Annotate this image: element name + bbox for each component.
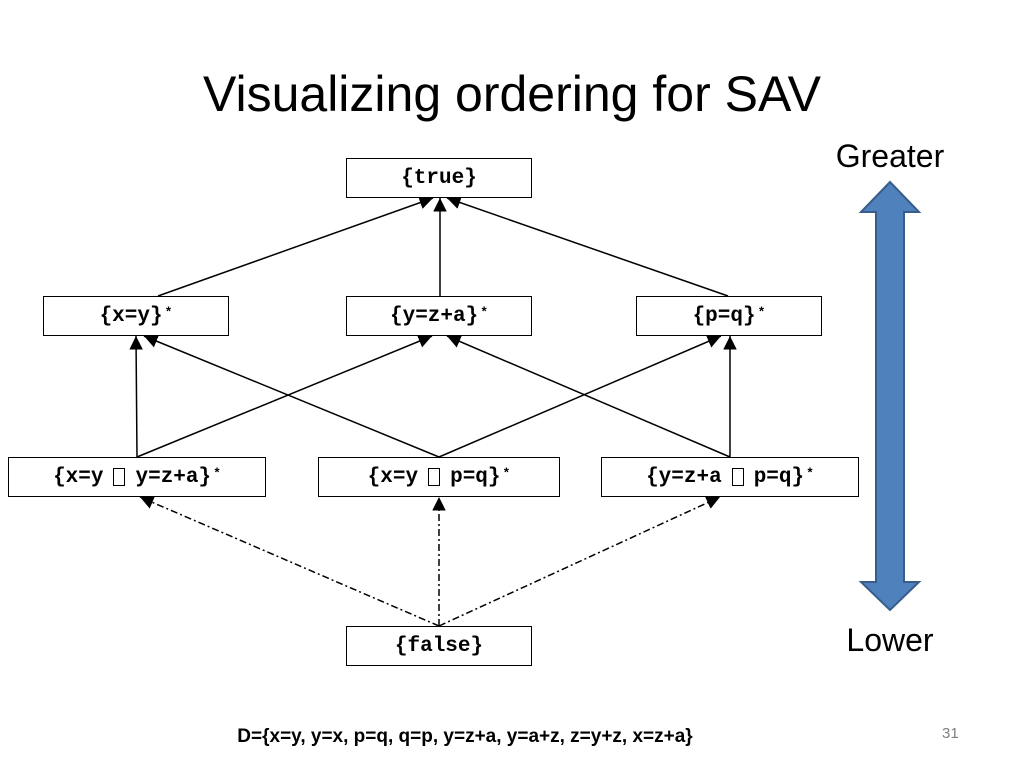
lattice-node-bottom: {false} [346,626,532,666]
lattice-node-middle: {x=y}* [43,296,229,336]
star-suffix: * [480,304,489,320]
star-suffix: * [502,465,511,481]
slide-title: Visualizing ordering for SAV [203,66,821,122]
node-label-left: {y=z+a [646,465,722,489]
lattice-node-middle: {y=z+a}* [346,296,532,336]
solid-edge-6 [438,335,722,458]
node-label: {x=y} [99,304,163,328]
missing-glyph-icon [731,468,744,486]
node-label-right: p=q} [450,465,501,489]
solid-edge-7 [446,335,731,458]
star-suffix: * [164,304,173,320]
lattice-node-top: {true} [346,158,532,198]
node-label: {true} [401,166,477,190]
greater-label: Greater [835,138,945,174]
star-suffix: * [757,304,766,320]
node-label-right: y=z+a} [135,465,212,489]
solid-edge-0 [157,196,434,297]
solid-edge-4 [136,334,433,458]
missing-glyph-icon [428,468,441,486]
star-suffix: * [213,465,221,481]
lattice-node-lower: {x=y y=z+a}* [8,457,266,497]
solid-edge-2 [446,196,729,297]
node-label-left: {x=y [53,465,104,489]
lattice-node-middle: {p=q}* [636,296,822,336]
star-suffix: * [806,465,814,481]
dashed-edge-2 [438,496,721,627]
dashed-edge-0 [139,496,440,627]
missing-glyph-icon [113,468,126,486]
node-label: {false} [394,634,484,658]
lattice-node-lower: {x=y p=q}* [318,457,560,497]
lower-label: Lower [846,622,934,658]
lattice-node-lower: {y=z+a p=q}* [601,457,859,497]
node-label-left: {x=y [367,465,419,489]
order-double-arrow [858,180,922,612]
page-number: 31 [942,725,959,742]
node-label: {y=z+a} [389,304,479,328]
solid-edge-5 [143,334,440,458]
node-label-right: p=q} [753,465,805,489]
footer-definition: D={x=y, y=x, p=q, q=p, y=z+a, y=a+z, z=y… [237,726,693,747]
node-label: {p=q} [692,304,756,328]
solid-edge-3 [129,335,143,458]
